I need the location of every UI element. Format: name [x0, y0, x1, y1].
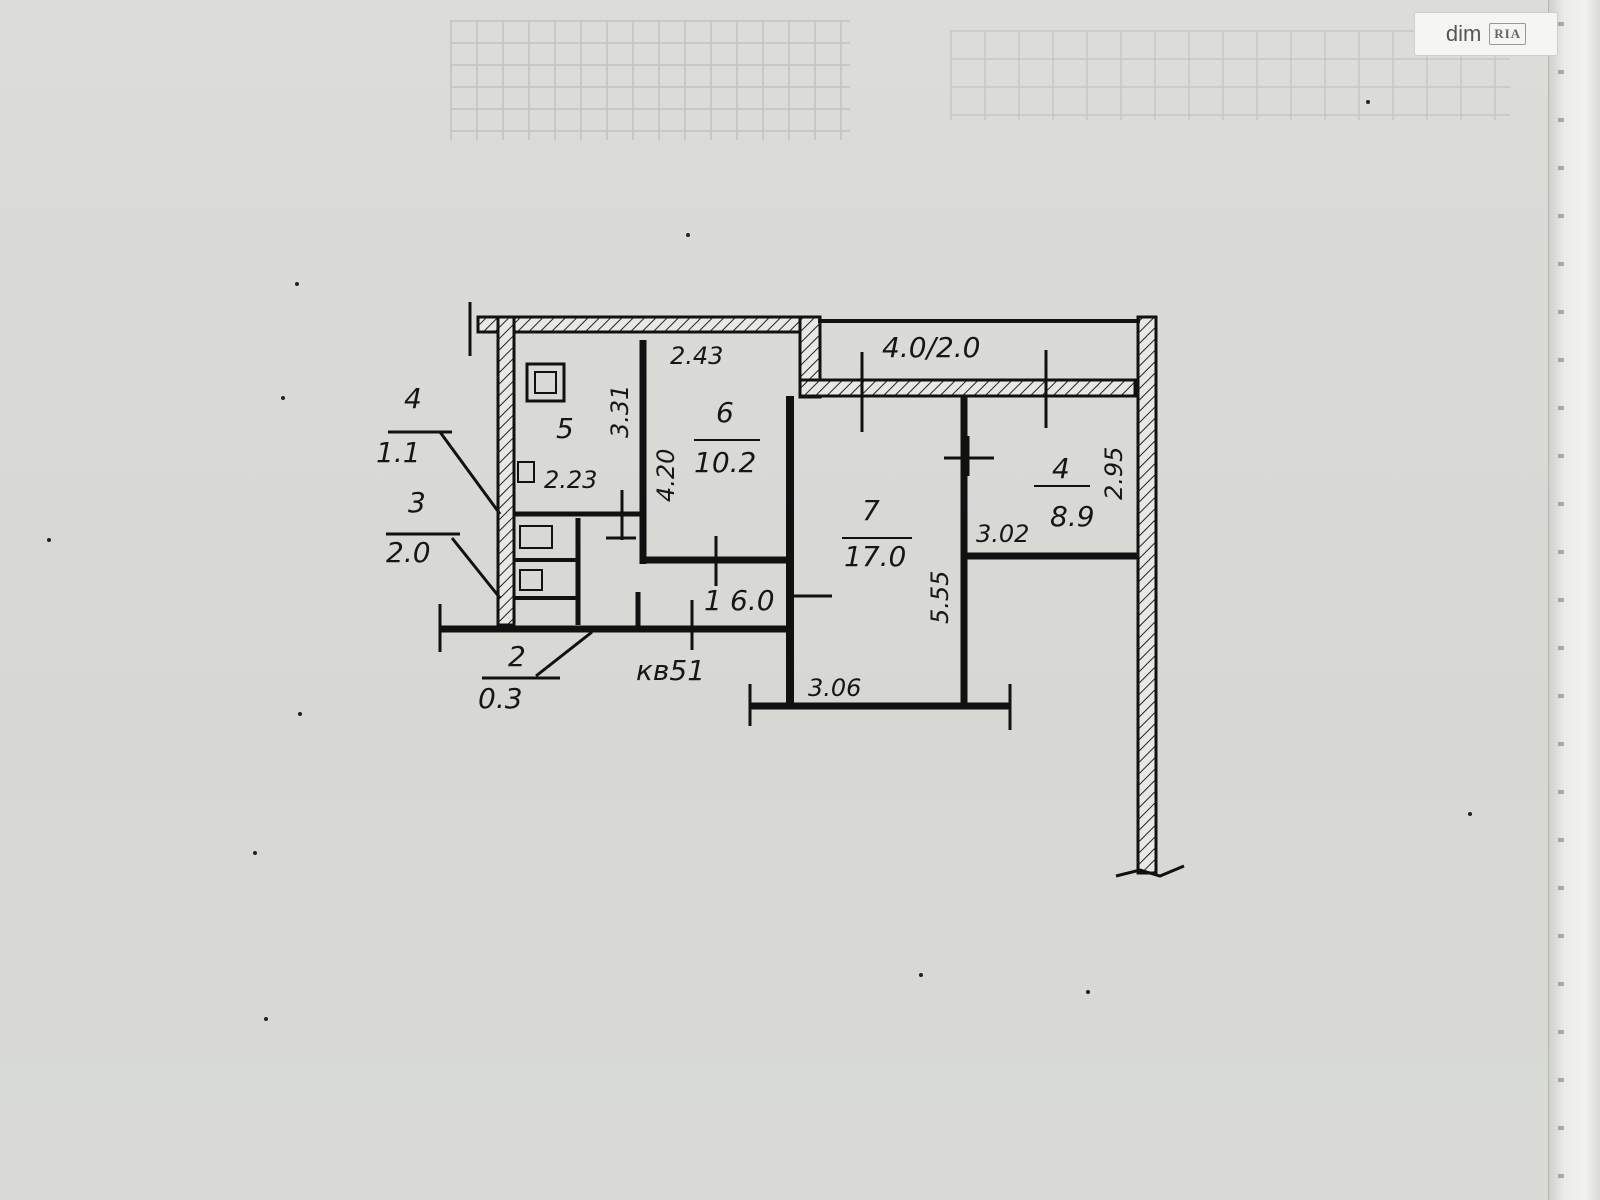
room-4-small-area: 1.1	[376, 436, 421, 469]
dimension-label: 2.23	[544, 466, 597, 494]
room-4-small-number: 4	[404, 382, 422, 415]
fixtures	[517, 362, 566, 591]
plan-annotations: 4.0/2.0 кв51	[636, 331, 981, 687]
ink-speck	[298, 712, 302, 716]
balcony-label: 4.0/2.0	[882, 331, 981, 364]
paper-perforation	[1558, 0, 1564, 1200]
exterior-walls	[438, 302, 1185, 878]
watermark-badge: RIA	[1489, 23, 1527, 45]
ink-speck	[281, 396, 285, 400]
room-2-area: 0.3	[478, 682, 523, 715]
room-6-number: 6	[716, 396, 734, 429]
ink-speck	[686, 233, 690, 237]
bleed-through-texture	[450, 20, 850, 140]
room-3-number: 3	[408, 486, 426, 519]
dimension-labels: 2.43 3.31 4.20 2.23 5.55 3.06 3.02 2.95	[544, 342, 1128, 702]
ink-speck	[47, 538, 51, 542]
door-marks	[606, 350, 1048, 650]
interior-walls	[514, 340, 1138, 706]
dimension-label: 4.20	[652, 449, 680, 502]
room-7-number: 7	[862, 494, 880, 527]
room-6-area: 10.2	[694, 446, 756, 479]
dimension-label: 5.55	[926, 571, 954, 624]
ink-speck	[919, 973, 923, 977]
room-3-area: 2.0	[386, 536, 431, 569]
site-watermark: dim RIA	[1414, 12, 1558, 56]
dimension-label: 3.31	[606, 385, 634, 438]
ink-speck	[264, 1017, 268, 1021]
dimension-label: 2.43	[670, 342, 723, 370]
ink-speck	[1366, 100, 1370, 104]
room-5-number: 5	[556, 412, 574, 445]
dimension-label: 3.02	[976, 520, 1029, 548]
apartment-label: кв51	[636, 654, 705, 687]
ink-speck	[253, 851, 257, 855]
paper-edge	[1548, 0, 1600, 1200]
room-7-area: 17.0	[844, 540, 906, 573]
room-labels: 6 10.2 7 17.0 4 8.9 5 4 1.1 3 2.0 2 0.3 …	[376, 382, 1095, 715]
room-4-number: 4	[1052, 452, 1070, 485]
room-4-area: 8.9	[1050, 500, 1095, 533]
watermark-brand: dim	[1445, 21, 1482, 46]
room-2-number: 2	[508, 640, 526, 673]
room-1-number: 1	[704, 584, 722, 617]
ink-speck	[1468, 812, 1472, 816]
leader-lines	[386, 430, 1090, 680]
ink-speck	[1086, 990, 1090, 994]
room-1-area: 6.0	[730, 584, 775, 617]
dimension-label: 2.95	[1100, 447, 1128, 500]
ink-speck	[295, 282, 299, 286]
dimension-label: 3.06	[808, 674, 861, 702]
